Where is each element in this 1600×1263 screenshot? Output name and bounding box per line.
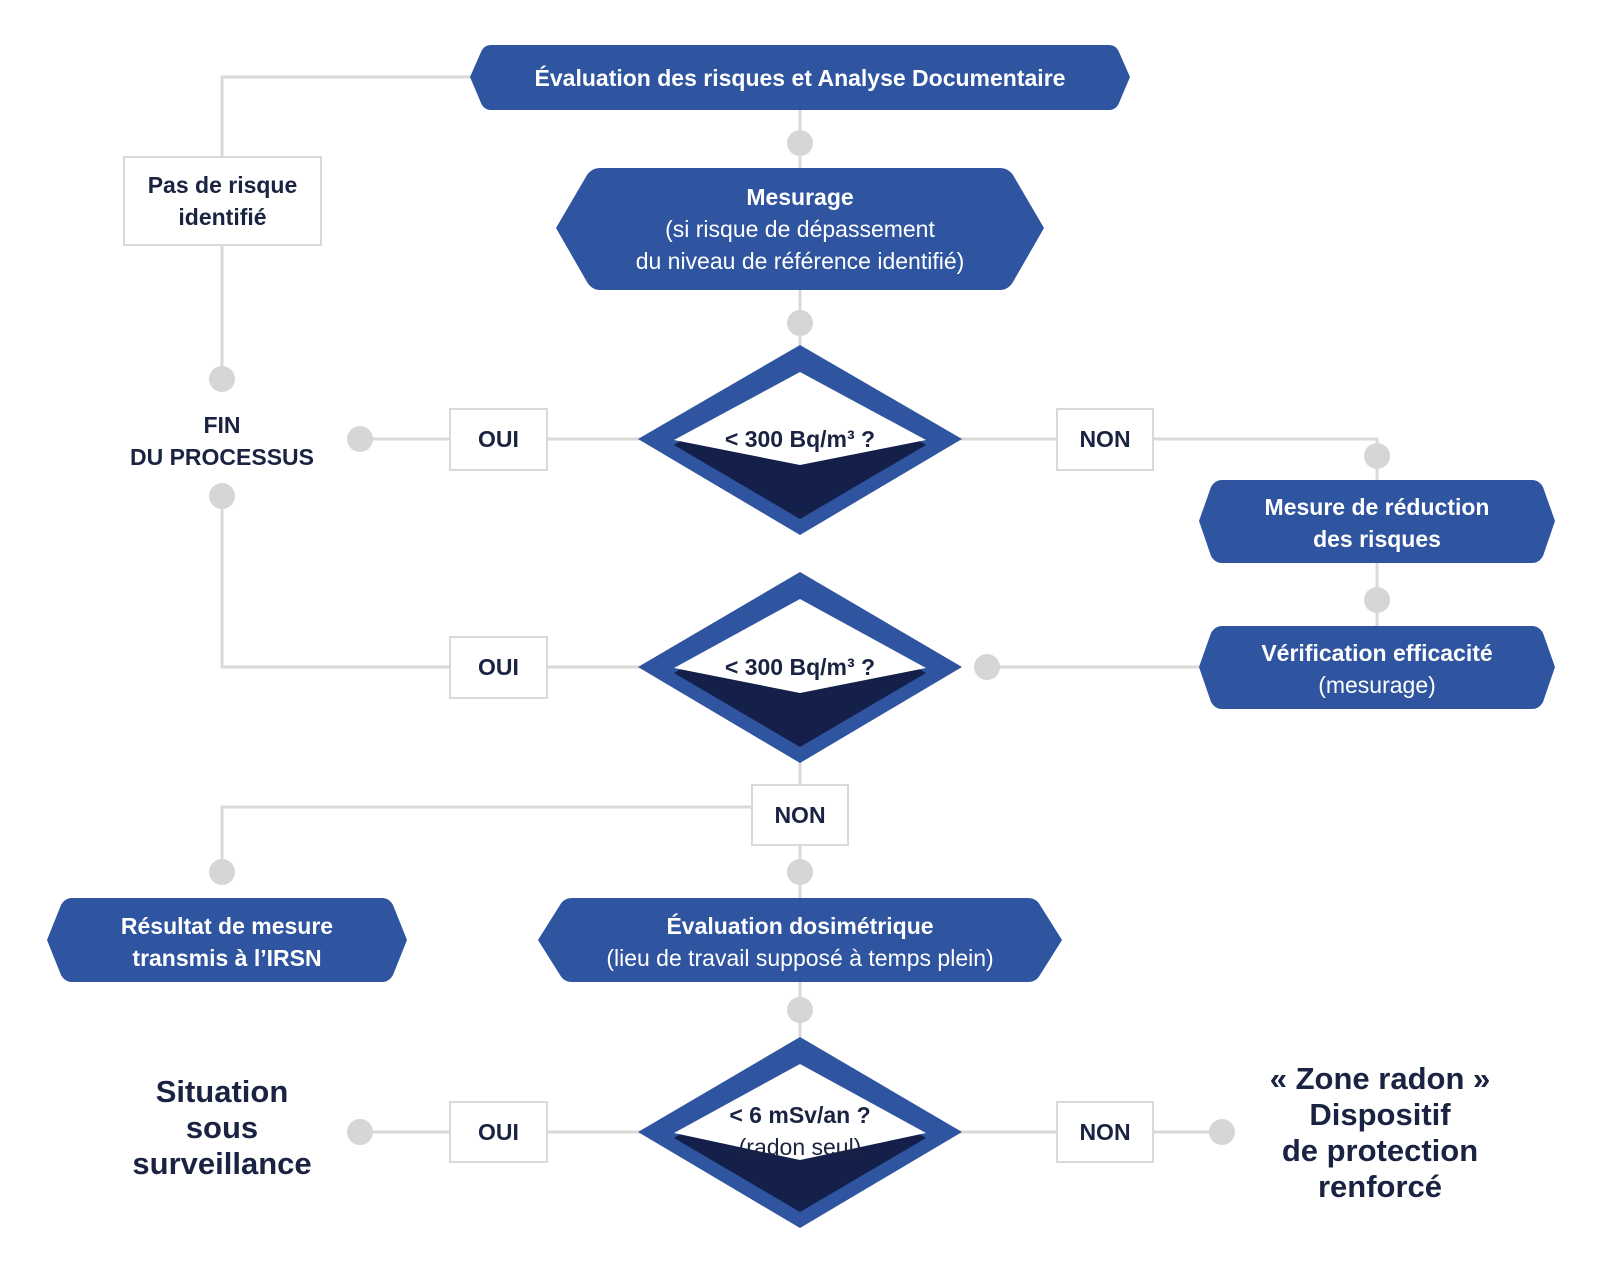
fin-line2: DU PROCESSUS	[129, 444, 315, 470]
dot	[209, 366, 235, 392]
non-box-2	[751, 784, 849, 846]
oui-label-2: OUI	[478, 654, 519, 680]
dot	[209, 859, 235, 885]
mesurage-line1: (si risque de dépassement	[665, 216, 935, 242]
reduction-line2: des risques	[1313, 526, 1441, 552]
pas-de-risque-box	[123, 156, 322, 246]
diamond-inner	[674, 372, 926, 465]
resultat-line1: Résultat de mesure	[120, 913, 334, 939]
oui-box-1	[449, 408, 548, 471]
process-boxes	[47, 45, 1555, 982]
non-box-3	[1056, 1101, 1154, 1163]
dot	[1364, 587, 1390, 613]
connector-non2-to-resultat	[220, 805, 752, 872]
fin-line1: FIN	[203, 412, 241, 438]
verification-box	[1199, 626, 1555, 709]
verification-title: Vérification efficacité	[1261, 640, 1493, 666]
dosimetrique-title: Évaluation dosimétrique	[666, 913, 934, 939]
reduction-box	[1199, 480, 1555, 563]
resultat-box	[47, 898, 407, 982]
non-label-3: NON	[1079, 1119, 1131, 1145]
zone-line3: de protection	[1281, 1133, 1479, 1168]
decision3-line2: (radon seul)	[738, 1134, 862, 1160]
verification-sub: (mesurage)	[1318, 672, 1436, 698]
connectors	[220, 75, 1379, 1134]
oui-label-1: OUI	[478, 426, 519, 452]
diamond-inner	[674, 1064, 926, 1160]
diamond-inner	[674, 599, 926, 693]
connector-dots	[209, 130, 1390, 1145]
connector-non1-to-reduction	[1153, 437, 1379, 480]
mesurage-title: Mesurage	[746, 184, 854, 210]
dot	[1364, 443, 1390, 469]
situation-line2: sous	[185, 1110, 259, 1145]
mesurage-box	[556, 168, 1044, 290]
oui-box-2	[449, 636, 548, 699]
oui-box-3	[449, 1101, 548, 1163]
oui-label-3: OUI	[478, 1119, 519, 1145]
decision1-label: < 300 Bq/m³ ?	[724, 426, 876, 452]
zone-line2: Dispositif	[1309, 1097, 1451, 1132]
situation-line1: Situation	[155, 1074, 289, 1109]
evaluation-label: Évaluation des risques et Analyse Docume…	[534, 65, 1066, 91]
dot	[787, 859, 813, 885]
zone-line4: renforcé	[1317, 1169, 1443, 1204]
reduction-line1: Mesure de réduction	[1264, 494, 1490, 520]
pas-de-risque-line2: identifié	[178, 204, 267, 230]
dot	[209, 483, 235, 509]
dosimetrique-sub: (lieu de travail supposé à temps plein)	[606, 945, 994, 971]
situation-line3: surveillance	[132, 1146, 312, 1181]
non-box-1	[1056, 408, 1154, 471]
resultat-line2: transmis à l’IRSN	[132, 945, 322, 971]
dot	[1209, 1119, 1235, 1145]
dot	[787, 997, 813, 1023]
zone-line1: « Zone radon »	[1269, 1061, 1491, 1096]
non-label-2: NON	[774, 802, 826, 828]
decision3-line1: < 6 mSv/an ?	[729, 1102, 871, 1128]
decision2-label: < 300 Bq/m³ ?	[724, 654, 876, 680]
decision-diamond-1	[638, 345, 962, 535]
dot	[787, 310, 813, 336]
dot	[974, 654, 1000, 680]
decision-diamond-2	[638, 572, 962, 763]
dot	[347, 426, 373, 452]
dosimetrique-box	[538, 898, 1062, 982]
label-boxes	[123, 156, 1154, 1163]
non-label-1: NON	[1079, 426, 1131, 452]
dot	[347, 1119, 373, 1145]
decision-diamond-3	[638, 1037, 962, 1228]
pas-de-risque-line1: Pas de risque	[147, 172, 298, 198]
evaluation-box	[470, 45, 1130, 110]
connector-oui2-to-fin	[220, 496, 450, 669]
connector-evaluation-to-pas-de-risque	[220, 75, 472, 157]
dot	[787, 130, 813, 156]
mesurage-line2: du niveau de référence identifié)	[635, 248, 965, 274]
